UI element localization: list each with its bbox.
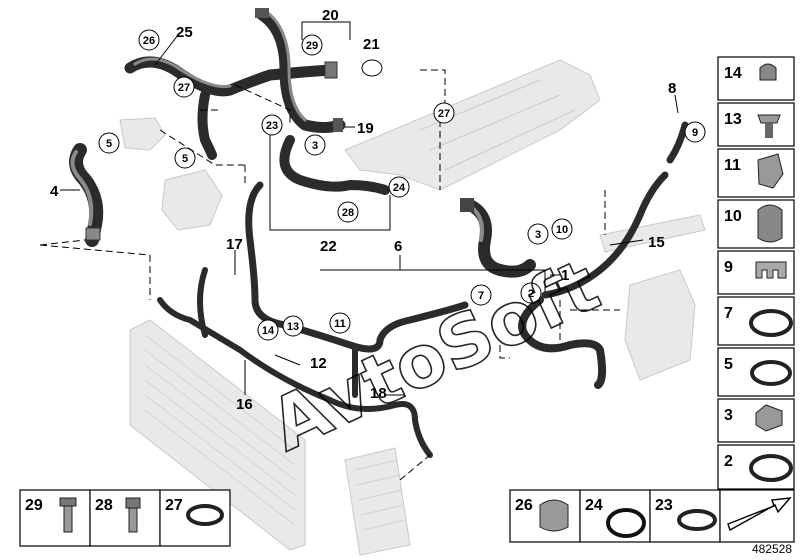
- svg-text:27: 27: [165, 497, 183, 514]
- svg-text:26: 26: [143, 35, 155, 47]
- legend-item-7: 7: [717, 296, 795, 346]
- expansion-tank-right: [624, 269, 696, 381]
- callout-numbers: 20 25 21 19 8 4 17 22 6 1 15 12 18 16: [50, 7, 676, 413]
- callout-25: 25: [176, 24, 193, 41]
- callout-1: 1: [561, 267, 569, 284]
- circled-callout-13: 13: [282, 315, 304, 337]
- callout-18: 18: [370, 385, 387, 402]
- legend-item-29: 29: [19, 489, 91, 547]
- legend-item-arrow: [719, 489, 795, 543]
- legend-item-13: 13: [717, 102, 795, 147]
- svg-text:11: 11: [334, 318, 346, 330]
- circled-callout-28a: 28: [337, 201, 359, 223]
- legend-item-3: 3: [717, 398, 795, 443]
- svg-text:7: 7: [478, 290, 484, 302]
- legend-item-5: 5: [717, 347, 795, 397]
- heater-core: [344, 447, 411, 556]
- svg-text:9: 9: [724, 259, 733, 276]
- svg-text:5: 5: [724, 356, 733, 373]
- parts-legend-bottom-left: 29 28 27: [19, 489, 231, 547]
- parts-legend-right: 14 13 11 10 9 7 5 3 2: [717, 56, 795, 490]
- svg-text:10: 10: [724, 208, 742, 225]
- svg-text:29: 29: [25, 497, 43, 514]
- svg-text:10: 10: [556, 224, 568, 236]
- water-pump: [161, 169, 223, 231]
- svg-text:14: 14: [724, 65, 742, 82]
- callout-20: 20: [322, 7, 339, 24]
- engine-intake-manifold: [344, 59, 601, 191]
- svg-text:3: 3: [312, 140, 318, 152]
- svg-text:23: 23: [266, 120, 278, 132]
- svg-text:3: 3: [724, 407, 733, 424]
- legend-item-14: 14: [717, 56, 795, 101]
- circled-callout-5b: 5: [174, 147, 196, 169]
- circled-callouts: 26 27 29 27 5 5 23 3 24 28 9 3 10 7 2 14…: [98, 29, 706, 341]
- circled-callout-9: 9: [684, 121, 706, 143]
- callout-15: 15: [648, 234, 665, 251]
- circled-callout-11: 11: [329, 312, 351, 334]
- circled-callout-24a: 24: [388, 176, 410, 198]
- svg-text:14: 14: [262, 325, 275, 337]
- svg-text:7: 7: [724, 305, 733, 322]
- legend-item-9: 9: [717, 250, 795, 295]
- svg-text:27: 27: [178, 82, 190, 94]
- leader-lines: [60, 21, 679, 396]
- circled-callout-2: 2: [520, 282, 542, 304]
- callout-4: 4: [50, 183, 59, 200]
- svg-text:24: 24: [585, 497, 603, 514]
- circled-callout-26: 26: [138, 29, 160, 51]
- circled-callout-27b: 27: [433, 102, 455, 124]
- legend-item-26: 26: [509, 489, 581, 543]
- thermostat-housing: [119, 117, 166, 151]
- circled-callout-3b: 3: [527, 223, 549, 245]
- svg-text:13: 13: [724, 111, 742, 128]
- circled-callout-14: 14: [257, 319, 279, 341]
- svg-text:27: 27: [438, 108, 450, 120]
- legend-item-23: 23: [649, 489, 721, 543]
- callout-16: 16: [236, 396, 253, 413]
- legend-item-10: 10: [717, 199, 795, 249]
- svg-text:13: 13: [287, 321, 299, 333]
- svg-text:2: 2: [724, 453, 733, 470]
- svg-text:24: 24: [393, 182, 406, 194]
- circled-callout-23a: 23: [261, 114, 283, 136]
- callout-8: 8: [668, 80, 676, 97]
- svg-text:28: 28: [95, 497, 113, 514]
- callout-17: 17: [226, 236, 243, 253]
- callout-19: 19: [357, 120, 374, 137]
- circled-callout-3a: 3: [304, 134, 326, 156]
- svg-text:23: 23: [655, 497, 673, 514]
- svg-text:29: 29: [306, 40, 318, 52]
- svg-text:28: 28: [342, 207, 354, 219]
- svg-text:5: 5: [182, 153, 188, 165]
- svg-text:3: 3: [535, 229, 541, 241]
- svg-text:11: 11: [724, 157, 741, 174]
- parts-legend-bottom-right: 26 24 23: [509, 489, 795, 543]
- diagram-number: 482528: [751, 542, 792, 556]
- svg-text:2: 2: [528, 288, 534, 300]
- radiator: [129, 319, 306, 551]
- circled-callout-27a: 27: [173, 76, 195, 98]
- svg-text:5: 5: [106, 138, 112, 150]
- legend-item-28: 28: [89, 489, 161, 547]
- circled-callout-7: 7: [470, 284, 492, 306]
- legend-item-11: 11: [717, 148, 795, 198]
- callout-21: 21: [363, 36, 380, 53]
- callout-22: 22: [320, 238, 337, 255]
- svg-text:26: 26: [515, 497, 533, 514]
- circled-callout-29: 29: [301, 34, 323, 56]
- legend-item-2: 2: [717, 444, 795, 490]
- callout-12: 12: [310, 355, 327, 372]
- legend-item-27: 27: [159, 489, 231, 547]
- circled-callout-10: 10: [551, 218, 573, 240]
- svg-text:9: 9: [692, 127, 698, 139]
- callout-6: 6: [394, 238, 402, 255]
- circled-callout-5a: 5: [98, 132, 120, 154]
- dashed-connection-lines: [39, 69, 620, 481]
- hose-group: [69, 9, 689, 458]
- legend-item-24: 24: [579, 489, 651, 543]
